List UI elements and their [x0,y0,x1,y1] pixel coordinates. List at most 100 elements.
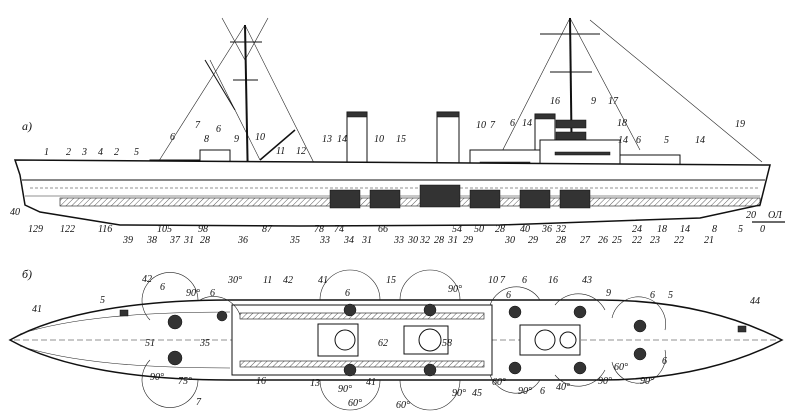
callout: 11 [276,146,285,157]
callout: 15 [396,134,406,145]
callout: 21 [704,235,714,246]
callout: 90° [640,376,654,387]
callout: 6 [540,386,545,397]
callout: 9 [591,96,596,107]
callout: 14 [680,224,690,235]
gun-mounts [119,303,747,377]
callout: 129 [28,224,43,235]
callout: 2 [66,147,71,158]
callout: 20 [746,210,756,221]
plan-view: б) [8,267,784,411]
callout: 14 [522,118,532,129]
callout: 7 [196,397,202,408]
callout: 42 [142,274,152,285]
callout: 14 [337,134,347,145]
callout: 3 [81,147,87,158]
callout: 12 [296,146,306,157]
callout: 60° [614,362,628,373]
callout: 16 [548,275,558,286]
callout: 16 [256,376,266,387]
callout: 35 [199,338,210,349]
callout: 58 [442,338,452,349]
callout: 51 [145,338,155,349]
callout: 6 [522,275,527,286]
callout: 6 [170,132,175,143]
side-lower-callouts: 40 129 122 116 39 105 38 37 31 28 98 36 … [10,207,783,246]
callout: 66 [378,224,388,235]
callout: 34 [343,235,354,246]
callout: 27 [580,235,591,246]
callout: 30 [407,235,418,246]
callout: 5 [668,290,673,301]
callout: 7 [500,275,506,286]
callout: 18 [617,118,627,129]
callout: 8 [712,224,717,235]
callout: 28 [200,235,210,246]
callout: 45 [472,388,482,399]
callout: 10 [255,132,265,143]
callout: 40 [520,224,530,235]
callout: 40 [10,207,20,218]
callout: 6 [506,290,511,301]
callout: 24 [632,224,642,235]
callout: 5 [664,135,669,146]
callout: 90° [150,372,164,383]
callout: 6 [636,135,641,146]
callout: 90° [338,384,352,395]
callout: 9 [234,134,239,145]
callout: 10 [476,120,486,131]
foremast [204,24,296,186]
callout: 0 [760,224,765,235]
callout: 40° [556,382,570,393]
callout: 44 [750,296,760,307]
callout: 8 [204,134,209,145]
callout: 116 [98,224,112,235]
callout: 14 [618,135,628,146]
callout: 90° [518,386,532,397]
callout: 43 [582,275,592,286]
callout: 13 [322,134,332,145]
callout: 90° [186,288,200,299]
callout: 90° [452,388,466,399]
callout: 29 [463,235,473,246]
callout: 13 [310,378,320,389]
callout: 22 [632,235,642,246]
callout: 36 [541,224,552,235]
callout: 35 [289,235,300,246]
callout: 18 [657,224,667,235]
callout: 41 [32,304,42,315]
callout: 54 [452,224,462,235]
plan-callouts: 5 42 6 90° 6 30° 11 42 41 15 6 90° 10 7 … [32,274,760,411]
callout: 41 [366,377,376,388]
hull-side [13,159,785,227]
callout: 17 [608,96,619,107]
callout: 4 [98,147,103,158]
callout: 6 [210,288,215,299]
callout: 78 [314,224,324,235]
callout: 14 [695,135,705,146]
side-view-panel-label: а) [22,119,32,133]
callout: 19 [735,119,745,130]
callout: 32 [555,224,566,235]
callout: 62 [378,338,388,349]
callout: 28 [556,235,566,246]
callout: 6 [216,124,221,135]
callout: 90° [598,376,612,387]
callout: 29 [528,235,538,246]
callout: 90° [448,284,462,295]
callout: 25 [612,235,622,246]
side-view: а) [10,17,785,246]
callout: 5 [134,147,139,158]
callout: 7 [195,120,201,131]
callout: 87 [262,224,273,235]
callout: 26 [598,235,608,246]
callout: 6 [160,282,165,293]
callout: 38 [146,235,157,246]
callout: 74 [334,224,344,235]
callout: 60° [348,398,362,409]
callout: 1 [44,147,49,158]
callout: 60° [396,400,410,411]
callout: 33 [319,235,330,246]
callout: 5 [100,295,105,306]
